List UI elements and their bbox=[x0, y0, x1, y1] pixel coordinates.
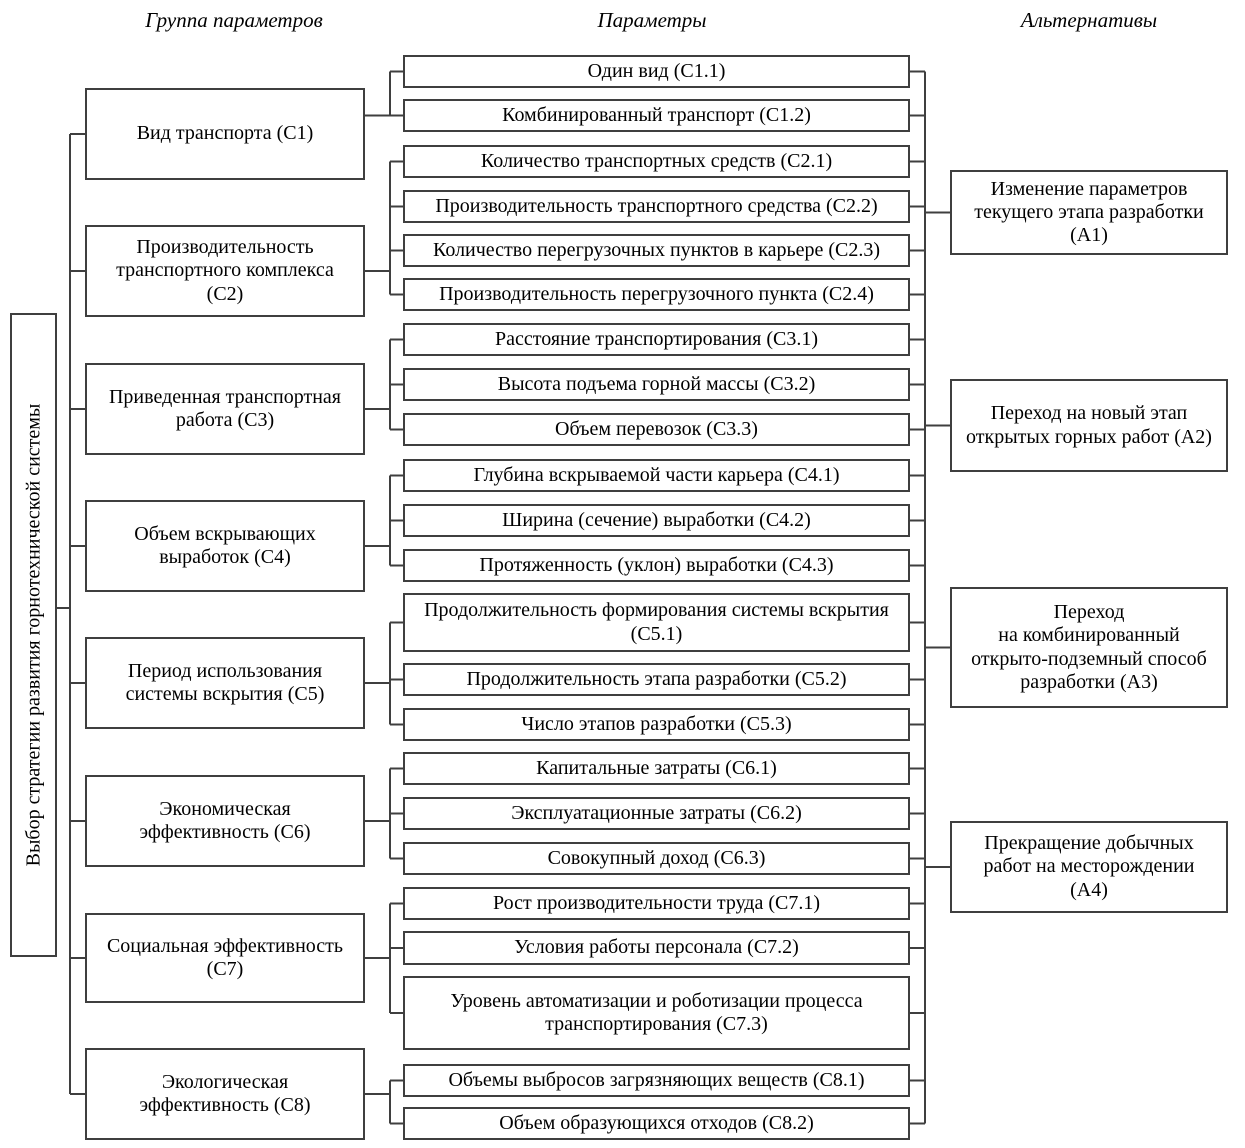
parameter-box-c6-2: Эксплуатационные затраты (С6.2) bbox=[403, 797, 910, 830]
parameter-box-c7-1: Рост производительности труда (С7.1) bbox=[403, 887, 910, 920]
parameter-box-c1-2: Комбинированный транспорт (С1.2) bbox=[403, 99, 910, 132]
parameter-box-c4-2: Ширина (сечение) выработки (С4.2) bbox=[403, 504, 910, 537]
root-box-label: Выбор стратегии развития горнотехническо… bbox=[22, 403, 44, 867]
parameter-box-c4-3: Протяженность (уклон) выработки (С4.3) bbox=[403, 549, 910, 582]
group-box-c2: Производительность транспортного комплек… bbox=[85, 225, 365, 317]
parameter-box-c5-3: Число этапов разработки (С5.3) bbox=[403, 708, 910, 741]
alternative-box-a3: Переход на комбинированный открыто-подзе… bbox=[950, 587, 1228, 708]
group-box-c6: Экономическая эффективность (С6) bbox=[85, 775, 365, 867]
column-header-groups: Группа параметров bbox=[145, 8, 323, 32]
group-box-c8: Экологическая эффективность (С8) bbox=[85, 1048, 365, 1140]
alternative-box-a4: Прекращение добычных работ на месторожде… bbox=[950, 821, 1228, 913]
group-box-c3: Приведенная транспортная работа (С3) bbox=[85, 363, 365, 455]
parameter-box-c1-1: Один вид (С1.1) bbox=[403, 55, 910, 88]
group-box-c4: Объем вскрывающих выработок (С4) bbox=[85, 500, 365, 592]
column-header-alternatives: Альтернативы bbox=[1020, 8, 1158, 32]
parameter-box-c3-3: Объем перевозок (С3.3) bbox=[403, 413, 910, 446]
parameter-box-c7-2: Условия работы персонала (С7.2) bbox=[403, 931, 910, 965]
group-box-c1: Вид транспорта (С1) bbox=[85, 88, 365, 180]
root-box: Выбор стратегии развития горнотехническо… bbox=[10, 313, 57, 957]
group-box-c7: Социальная эффективность (С7) bbox=[85, 913, 365, 1003]
parameter-box-c2-3: Количество перегрузочных пунктов в карье… bbox=[403, 234, 910, 267]
parameter-box-c5-1: Продолжительность формирования системы в… bbox=[403, 593, 910, 652]
parameter-box-c2-4: Производительность перегрузочного пункта… bbox=[403, 278, 910, 311]
parameter-box-c7-3: Уровень автоматизации и роботизации проц… bbox=[403, 976, 910, 1050]
parameter-box-c6-3: Совокупный доход (С6.3) bbox=[403, 842, 910, 875]
alternative-box-a1: Изменение параметров текущего этапа разр… bbox=[950, 170, 1228, 255]
parameter-box-c2-2: Производительность транспортного средств… bbox=[403, 190, 910, 223]
alternative-box-a2: Переход на новый этап открытых горных ра… bbox=[950, 379, 1228, 472]
parameter-box-c3-2: Высота подъема горной массы (С3.2) bbox=[403, 368, 910, 401]
group-box-c5: Период использования системы вскрытия (С… bbox=[85, 637, 365, 729]
column-header-parameters: Параметры bbox=[597, 8, 707, 32]
parameter-box-c2-1: Количество транспортных средств (С2.1) bbox=[403, 145, 910, 178]
parameter-box-c6-1: Капитальные затраты (С6.1) bbox=[403, 752, 910, 785]
parameter-box-c3-1: Расстояние транспортирования (С3.1) bbox=[403, 323, 910, 356]
parameter-box-c8-1: Объемы выбросов загрязняющих веществ (С8… bbox=[403, 1064, 910, 1097]
parameter-box-c8-2: Объем образующихся отходов (С8.2) bbox=[403, 1107, 910, 1140]
parameter-box-c4-1: Глубина вскрываемой части карьера (С4.1) bbox=[403, 459, 910, 492]
parameter-box-c5-2: Продолжительность этапа разработки (С5.2… bbox=[403, 663, 910, 696]
